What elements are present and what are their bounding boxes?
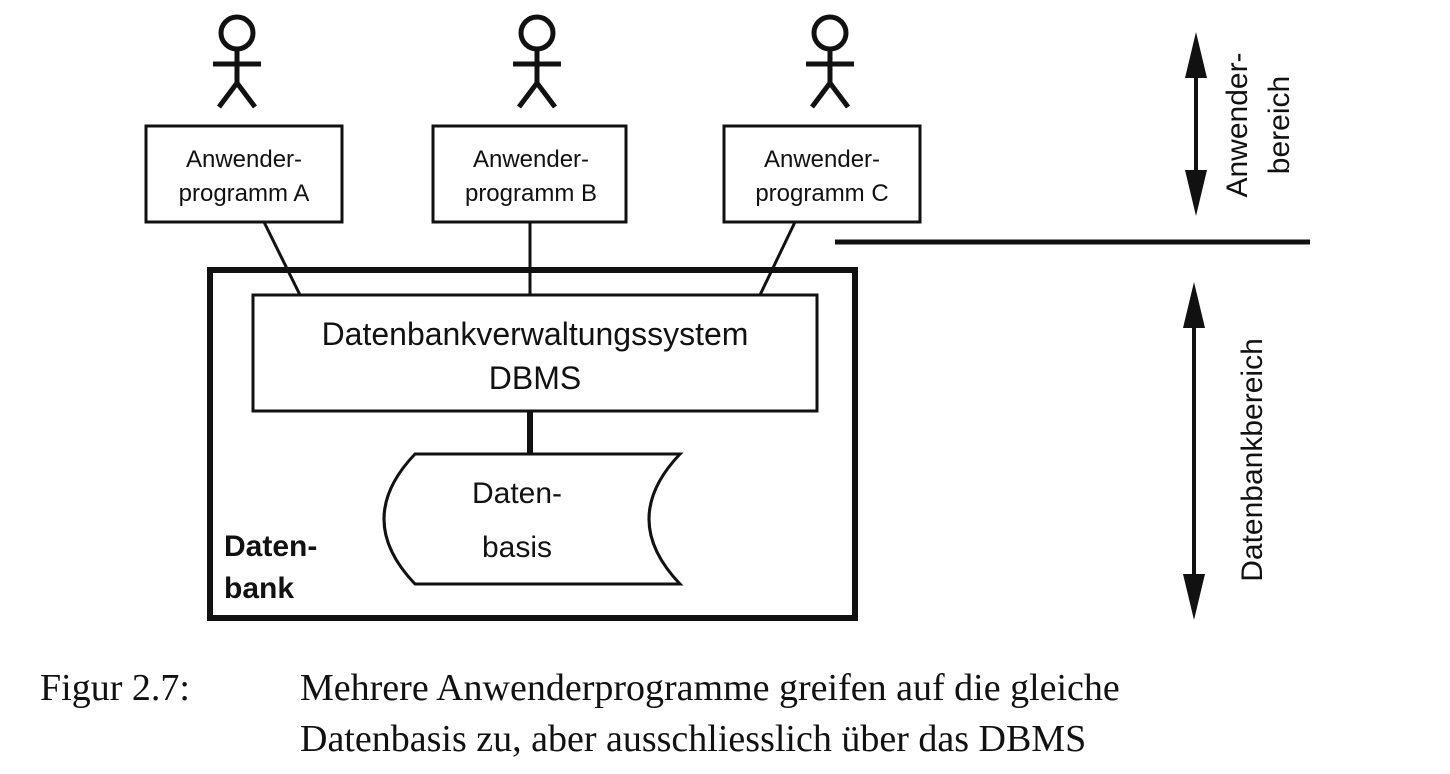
connector-a-dbms xyxy=(262,221,302,296)
datenbasis-label-line2: basis xyxy=(482,531,552,564)
dbms-label-line2: DBMS xyxy=(489,360,581,396)
datenbank-label-line1: Daten- xyxy=(224,530,317,563)
program-a-label-line2: programm A xyxy=(179,180,310,207)
datenbasis-storage: Daten- basis xyxy=(382,452,684,586)
anwenderbereich-label-line2: bereich xyxy=(1263,76,1296,174)
datenbank-box xyxy=(207,267,858,621)
caption-label: Figur 2.7: xyxy=(40,667,190,709)
datenbank-label-line2: bank xyxy=(224,572,294,605)
user-figure-b xyxy=(513,14,561,109)
connector-c-dbms xyxy=(758,221,797,296)
program-box-c: Anwender- programm C xyxy=(722,124,922,224)
program-box-a: Anwender- programm A xyxy=(144,124,344,224)
anwenderbereich-arrow xyxy=(1185,32,1207,216)
user-figure-a xyxy=(213,14,261,109)
anwenderbereich-label-line1: Anwender- xyxy=(1221,52,1254,197)
caption-line1: Mehrere Anwenderprogramme greifen auf di… xyxy=(300,667,1120,709)
datenbankbereich-label: Datenbankbereich xyxy=(1236,338,1269,582)
datenbasis-label-line1: Daten- xyxy=(472,477,562,510)
program-c-label-line1: Anwender- xyxy=(764,146,880,173)
dbms-box: Datenbankverwaltungssystem DBMS xyxy=(251,293,819,413)
program-b-label-line2: programm B xyxy=(465,180,597,207)
program-c-label-line2: programm C xyxy=(755,180,888,207)
user-figure-c xyxy=(806,14,854,109)
program-a-label-line1: Anwender- xyxy=(186,146,302,173)
dbms-label-line1: Datenbankverwaltungssystem xyxy=(322,316,749,352)
caption-line2: Datenbasis zu, aber ausschliesslich über… xyxy=(300,718,1086,760)
program-b-label-line1: Anwender- xyxy=(473,146,589,173)
datenbankbereich-arrow xyxy=(1183,282,1205,620)
program-box-b: Anwender- programm B xyxy=(431,124,628,224)
